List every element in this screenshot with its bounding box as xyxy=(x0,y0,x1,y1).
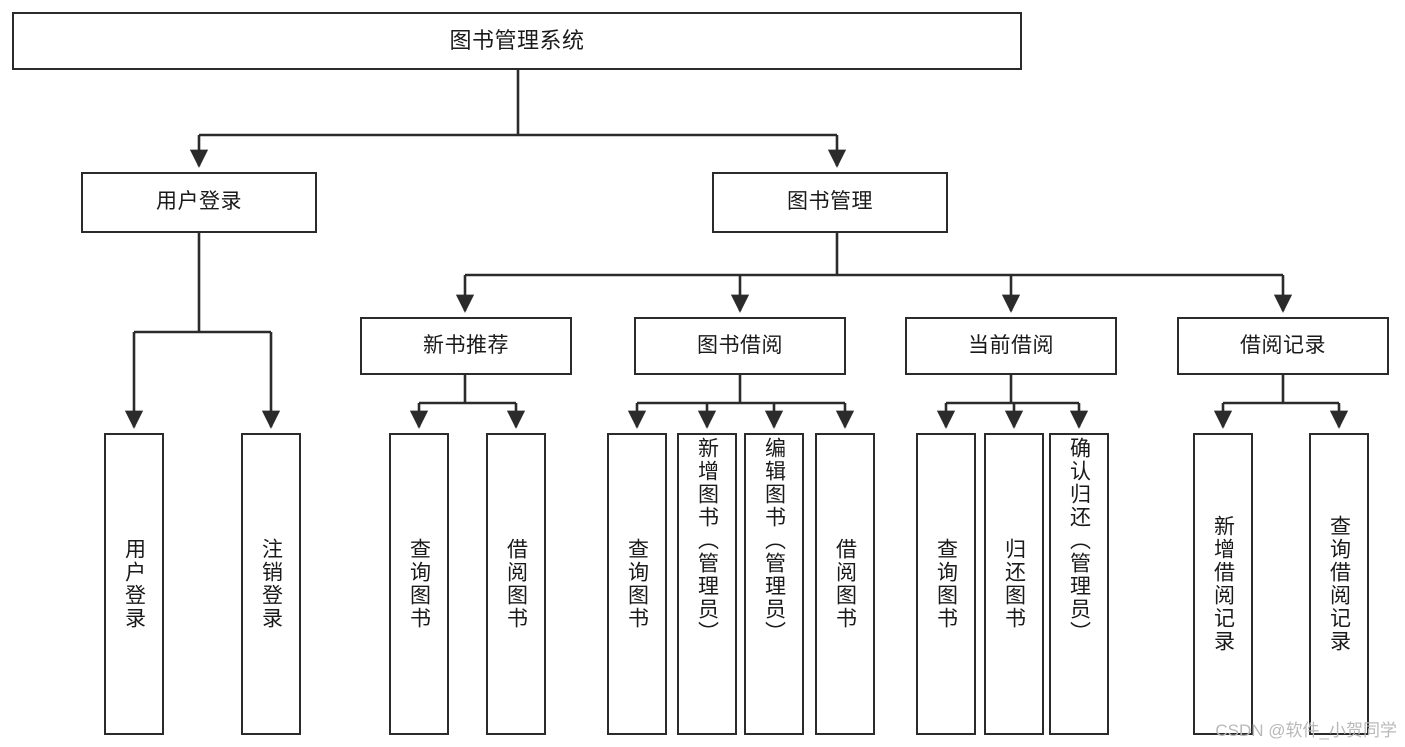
node-label: 归还图书 xyxy=(1002,538,1026,630)
node-label: 图书管理 xyxy=(787,190,873,214)
leaf-current-return-book[interactable]: 归还图书 xyxy=(984,433,1044,735)
leaf-current-confirm-return-admin[interactable]: 确认归还（管理员） xyxy=(1049,433,1109,735)
node-label: 借阅图书 xyxy=(833,538,857,630)
node-label: 借阅记录 xyxy=(1240,333,1326,357)
node-label: 用户登录 xyxy=(156,190,242,214)
node-book-management[interactable]: 图书管理 xyxy=(712,172,948,233)
leaf-recommend-borrow-book[interactable]: 借阅图书 xyxy=(486,433,546,735)
leaf-borrow-edit-book-admin[interactable]: 编辑图书（管理员） xyxy=(744,433,804,735)
node-label: 查询借阅记录 xyxy=(1327,515,1351,653)
node-label: 注销登录 xyxy=(259,538,283,630)
node-label: 新书推荐 xyxy=(423,333,509,357)
node-label: 借阅图书 xyxy=(504,538,528,630)
leaf-record-add-borrow-record[interactable]: 新增借阅记录 xyxy=(1193,433,1253,735)
node-label: 查询图书 xyxy=(407,538,431,630)
node-label: 图书借阅 xyxy=(697,333,783,357)
leaf-borrow-borrow-book[interactable]: 借阅图书 xyxy=(815,433,875,735)
node-label: 新增借阅记录 xyxy=(1211,515,1235,653)
node-label: 新增图书（管理员） xyxy=(695,437,719,644)
node-current-borrow[interactable]: 当前借阅 xyxy=(905,317,1117,375)
node-new-book-recommend[interactable]: 新书推荐 xyxy=(360,317,572,375)
node-label: 编辑图书（管理员） xyxy=(762,437,786,644)
node-borrow-record[interactable]: 借阅记录 xyxy=(1177,317,1389,375)
leaf-user-login-signin[interactable]: 用户登录 xyxy=(104,433,164,735)
leaf-current-query-book[interactable]: 查询图书 xyxy=(916,433,976,735)
node-user-login[interactable]: 用户登录 xyxy=(81,172,317,233)
node-label: 确认归还（管理员） xyxy=(1067,437,1091,644)
node-label: 用户登录 xyxy=(122,538,146,630)
node-label: 查询图书 xyxy=(934,538,958,630)
leaf-recommend-query-book[interactable]: 查询图书 xyxy=(389,433,449,735)
node-label: 查询图书 xyxy=(625,538,649,630)
node-label: 当前借阅 xyxy=(968,333,1054,357)
csdn-watermark: CSDN @软件_小贺同学 xyxy=(1215,721,1397,740)
leaf-user-login-signout[interactable]: 注销登录 xyxy=(241,433,301,735)
leaf-record-query-borrow-record[interactable]: 查询借阅记录 xyxy=(1309,433,1369,735)
leaf-borrow-add-book-admin[interactable]: 新增图书（管理员） xyxy=(677,433,737,735)
leaf-borrow-query-book[interactable]: 查询图书 xyxy=(607,433,667,735)
node-book-borrow[interactable]: 图书借阅 xyxy=(634,317,846,375)
node-root-book-management-system[interactable]: 图书管理系统 xyxy=(12,12,1022,70)
node-label: 图书管理系统 xyxy=(449,28,585,54)
